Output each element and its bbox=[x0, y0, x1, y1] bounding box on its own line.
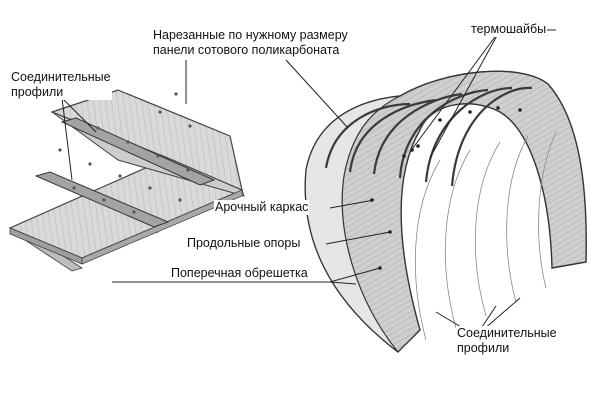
arch-frame-ribs bbox=[324, 86, 533, 187]
label-thermo-washers: термошайбы bbox=[470, 22, 548, 37]
thermo-washer-dots bbox=[370, 106, 522, 270]
connecting-profile-bar-lower bbox=[34, 171, 170, 228]
label-cross-lathing: Поперечная обрешетка bbox=[170, 266, 309, 281]
label-longitudinal-supports: Продольные опоры bbox=[186, 236, 302, 251]
label-connecting-profiles-right: Соединительные профили bbox=[456, 326, 558, 356]
arched-structure bbox=[304, 70, 587, 353]
label-cut-panels: Нарезанные по нужному размеру панели сот… bbox=[152, 28, 349, 58]
label-connecting-profiles-right-line2: профили bbox=[457, 341, 510, 355]
label-connecting-profiles-right-line1: Соединительные bbox=[457, 326, 557, 340]
flat-panel-assembly bbox=[8, 89, 245, 272]
arch-side-flutes bbox=[414, 131, 557, 341]
label-cut-panels-line1: Нарезанные по нужному размеру bbox=[153, 28, 348, 42]
sheet-edge-right bbox=[81, 189, 243, 265]
label-connecting-profiles-left: Соединительные профили bbox=[10, 70, 112, 100]
label-arch-frame: Арочный каркас bbox=[214, 200, 310, 215]
label-cut-panels-line2: панели сотового поликарбоната bbox=[153, 43, 340, 57]
label-connecting-profiles-left-line1: Соединительные bbox=[11, 70, 111, 84]
flat-panel-fasteners bbox=[58, 92, 192, 214]
arch-front-face bbox=[304, 95, 401, 353]
label-connecting-profiles-left-line2: профили bbox=[11, 85, 64, 99]
leader-lines bbox=[61, 29, 556, 337]
connecting-profile-bar-upper bbox=[60, 117, 216, 186]
